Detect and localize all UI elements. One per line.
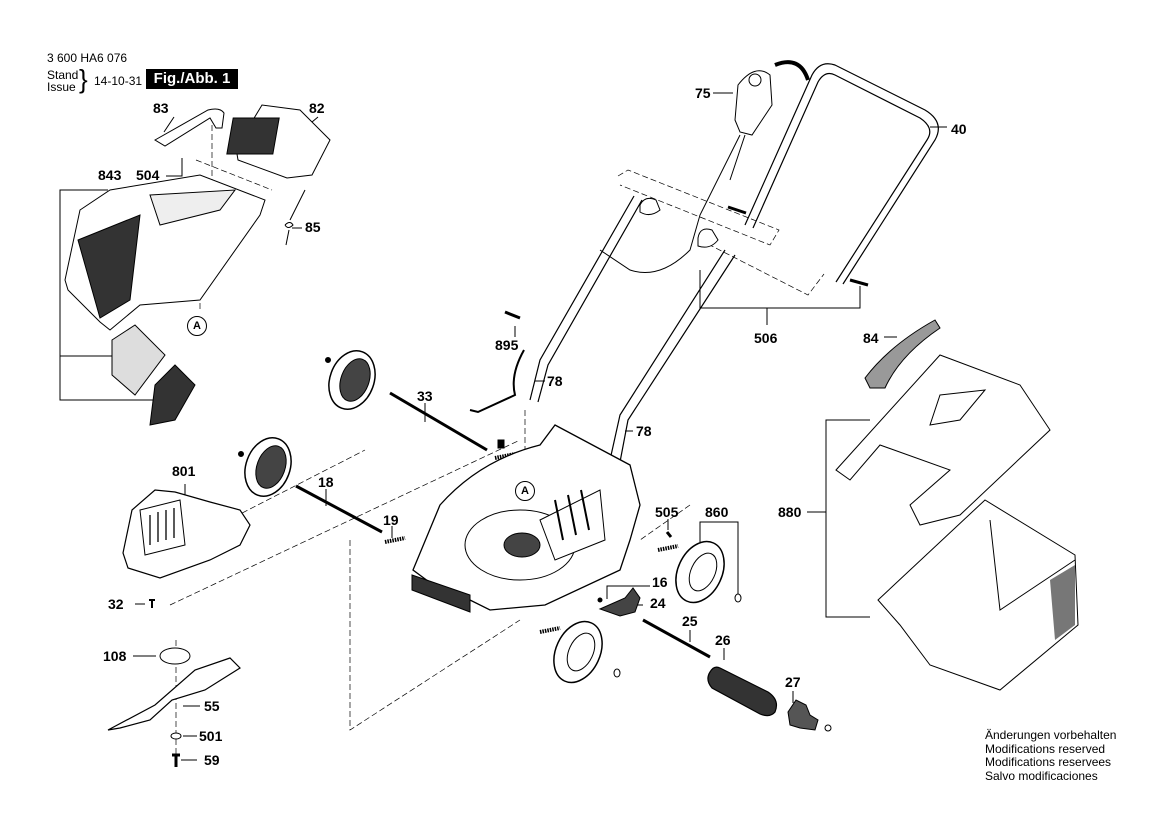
reference-marker-a: A (515, 481, 535, 501)
part-label: 32 (108, 596, 124, 612)
part-front-wheel-lower (553, 620, 621, 684)
part-label: 75 (695, 85, 711, 101)
issue-date: 14-10-31 (94, 74, 143, 88)
part-label: 78 (547, 373, 563, 389)
part-label: 895 (495, 337, 519, 353)
part-78-lower-handle-right (609, 249, 736, 463)
part-19-spring (384, 536, 406, 544)
part-label: 860 (705, 504, 729, 520)
part-33-axle (389, 391, 488, 452)
part-108-blade-holder (159, 647, 191, 665)
part-843-grass-deflector (111, 324, 166, 396)
part-spring-lower (539, 626, 561, 634)
part-label: 84 (863, 330, 879, 346)
part-506-knob-upper (639, 197, 661, 216)
part-16-washer (597, 597, 603, 603)
part-84-grass-box-handle (864, 319, 941, 389)
part-label: 26 (715, 632, 731, 648)
part-83-handle-grip (154, 108, 225, 147)
part-18-axle (295, 484, 383, 534)
part-32-screw (149, 599, 155, 608)
part-label: 19 (383, 512, 399, 528)
part-801-motor (122, 489, 251, 579)
part-label: 504 (136, 167, 160, 183)
part-label: 27 (785, 674, 801, 690)
part-75-switch-box (599, 60, 810, 273)
issue-label: Issue (47, 80, 76, 94)
part-label: 501 (199, 728, 223, 744)
part-label: 108 (103, 648, 127, 664)
stand-issue-labels: Stand Issue (47, 69, 78, 93)
part-label: 78 (636, 423, 652, 439)
part-24-height-adjuster (598, 587, 641, 617)
part-spring-upper (494, 452, 516, 460)
part-860-wheel-right (675, 540, 742, 604)
part-895-cable-clip (469, 349, 525, 414)
part-59-blade-screw (172, 753, 180, 767)
note-line: Modifications reservees (985, 755, 1112, 769)
part-spring-right (657, 544, 679, 552)
part-55-blade (107, 657, 241, 731)
part-78-lower-handle-left (529, 195, 643, 403)
part-505-screw (665, 531, 673, 538)
part-label: 801 (172, 463, 196, 479)
part-label: 24 (650, 595, 666, 611)
part-26-roller (707, 666, 778, 717)
part-85-spring (284, 189, 306, 246)
part-label: 40 (951, 121, 967, 137)
part-843-rear-flap (149, 364, 196, 426)
document-number: 3 600 HA6 076 (47, 51, 128, 65)
assembly-lines (169, 125, 825, 760)
part-880-grass-box (835, 354, 1079, 691)
part-label: 25 (682, 613, 698, 629)
part-label: 880 (778, 504, 802, 520)
part-label: 506 (754, 330, 778, 346)
part-rear-wheel-upper (325, 350, 376, 410)
part-label: 18 (318, 474, 334, 490)
part-506-screw-lower (849, 278, 869, 287)
part-40-upper-handle (744, 63, 939, 285)
note-line: Salvo modificaciones (985, 768, 1098, 783)
part-506-screw-upper (727, 205, 747, 215)
part-501-washer (170, 732, 182, 740)
figure-label: Fig./Abb. 1 (146, 69, 238, 89)
modification-notes: Änderungen vorbehalten Modifications res… (985, 728, 1117, 783)
reference-marker-a: A (187, 316, 207, 336)
part-rear-wheel-lower (238, 437, 292, 497)
part-27-roller-bracket (787, 699, 819, 731)
part-label: 505 (655, 504, 679, 520)
part-label: 843 (98, 167, 122, 183)
stand-label: Stand (47, 68, 79, 82)
note-line: Modifications reserved (985, 741, 1106, 756)
part-label: 85 (305, 219, 321, 235)
part-label: 16 (652, 574, 668, 590)
part-deck-housing (411, 424, 641, 613)
part-25-roller-axle (642, 618, 711, 659)
part-label: 55 (204, 698, 220, 714)
note-line: Änderungen vorbehalten (985, 728, 1117, 742)
part-label: 82 (309, 100, 325, 116)
part-label: 83 (153, 100, 169, 116)
part-506-knob-lower (697, 228, 719, 248)
brace-symbol: } (79, 64, 88, 94)
part-label: 33 (417, 388, 433, 404)
part-label: 59 (204, 752, 220, 768)
